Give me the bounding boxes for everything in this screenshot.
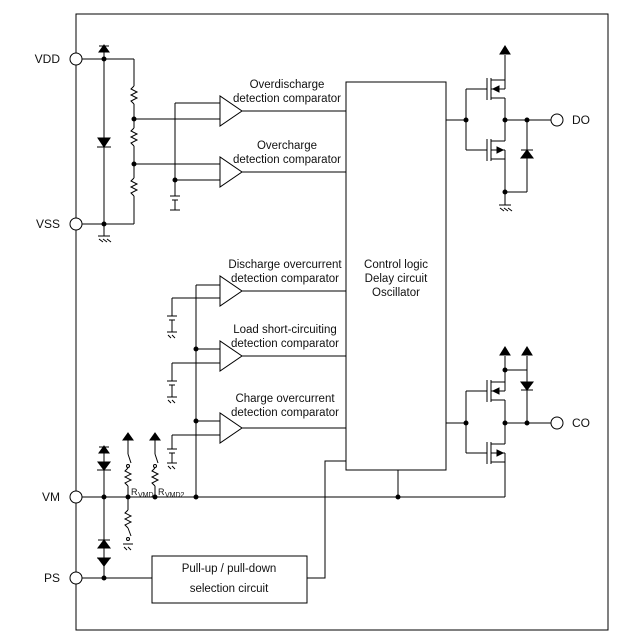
- delay-circuit-label: Delay circuit: [365, 273, 428, 285]
- co-pin-label: CO: [572, 416, 590, 430]
- control-logic-label: Control logic: [364, 259, 428, 271]
- discharge-overcurrent-label-line2: detection comparator: [231, 273, 339, 285]
- charge-overcurrent-label-line1: Charge overcurrent: [235, 393, 335, 405]
- overdischarge-comparator: [219, 95, 243, 127]
- co-output-stage: [446, 346, 551, 497]
- vss-pin-circle: [69, 217, 83, 231]
- load-short-comparator: [219, 340, 243, 372]
- vdd-pin-label: VDD: [35, 52, 61, 66]
- pullup-label-line2: selection circuit: [190, 583, 269, 595]
- overcharge-label-line2: detection comparator: [233, 154, 341, 166]
- rvmd2-label-main: R: [158, 487, 165, 497]
- discharge-overcurrent-comparator: [219, 275, 243, 307]
- pullup-selection-block: [151, 555, 308, 604]
- rvmd-label-sub: VMD: [138, 492, 154, 499]
- pullup-label-line1: Pull-up / pull-down: [182, 563, 277, 575]
- overcharge-comparator: [219, 156, 243, 188]
- vm-pin-circle: [69, 490, 83, 504]
- lower-comparator-network: [167, 284, 220, 500]
- charge-overcurrent-comparator: [219, 412, 243, 444]
- vss-pin-label: VSS: [36, 217, 60, 231]
- rvmd-label-main: R: [131, 487, 138, 497]
- load-short-label-line1: Load short-circuiting: [233, 324, 337, 336]
- vdd-vss-network: [82, 44, 220, 243]
- load-short-label-line2: detection comparator: [231, 338, 339, 350]
- co-pin-circle: [550, 416, 564, 430]
- do-pin-label: DO: [572, 113, 590, 127]
- control-logic-block: [345, 81, 447, 471]
- do-pin-circle: [550, 113, 564, 127]
- overdischarge-label-line2: detection comparator: [233, 93, 341, 105]
- ps-pin-circle: [69, 571, 83, 585]
- vm-pin-label: VM: [42, 490, 60, 504]
- ps-pin-label: PS: [44, 571, 60, 585]
- discharge-overcurrent-label-line1: Discharge overcurrent: [228, 259, 342, 271]
- vdd-pin-circle: [69, 52, 83, 66]
- overcharge-label-line1: Overcharge: [257, 140, 317, 152]
- charge-overcurrent-label-line2: detection comparator: [231, 407, 339, 419]
- do-output-stage: [446, 45, 551, 212]
- oscillator-label: Oscillator: [372, 287, 420, 299]
- vm-network: [82, 432, 505, 581]
- overdischarge-label-line1: Overdischarge: [250, 79, 325, 91]
- rvmd2-label-sub: VMD2: [165, 492, 185, 499]
- chip-outline: [75, 13, 609, 631]
